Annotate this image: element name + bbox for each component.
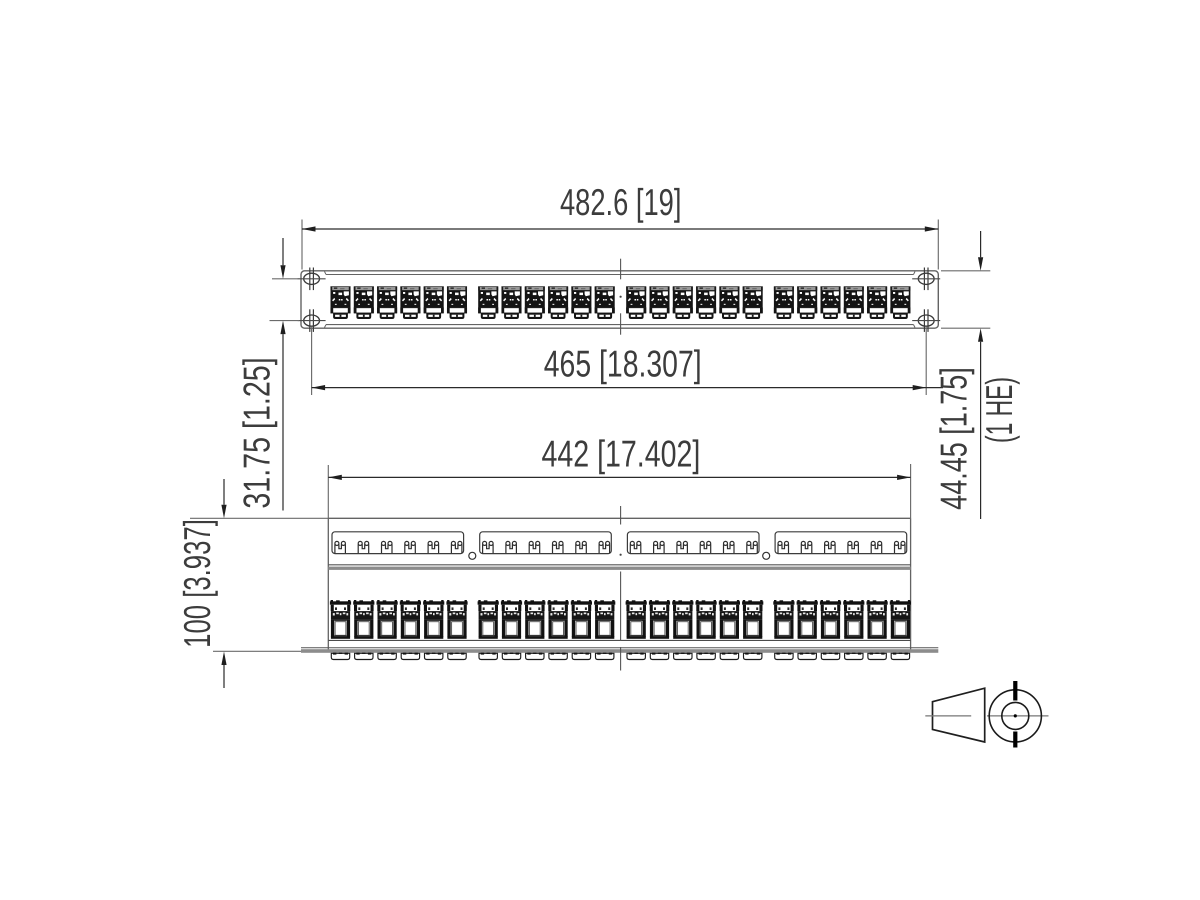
svg-text:465 [18.307]: 465 [18.307] — [544, 343, 702, 385]
svg-text:(1 HE): (1 HE) — [978, 377, 1020, 443]
svg-text:100 [3.937]: 100 [3.937] — [176, 519, 218, 648]
svg-text:442 [17.402]: 442 [17.402] — [541, 433, 700, 475]
svg-text:44.45 [1.75]: 44.45 [1.75] — [933, 367, 975, 510]
svg-text:482.6 [19]: 482.6 [19] — [560, 181, 681, 223]
svg-text:31.75 [1.25]: 31.75 [1.25] — [235, 357, 277, 508]
